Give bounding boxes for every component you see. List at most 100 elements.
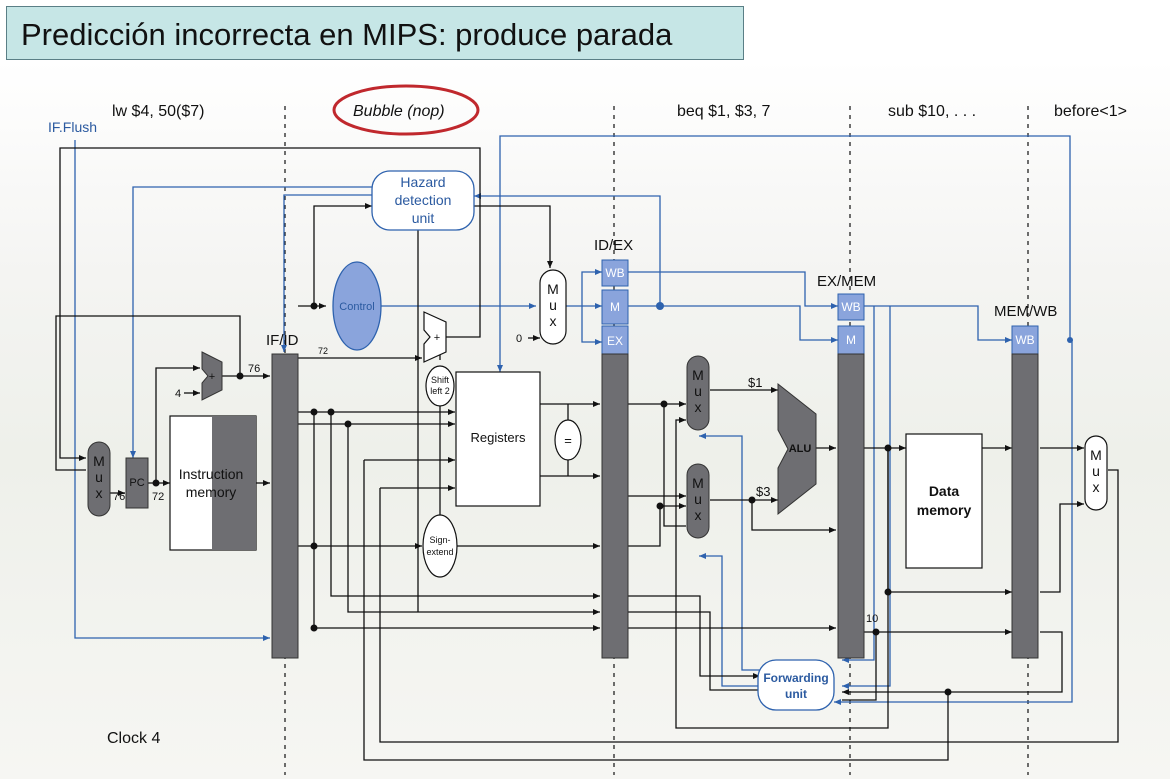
pc-to-adder-wire [155,365,200,483]
pc-mux-label-m: M [93,453,105,469]
sign-extend-label-1: Sign- [429,535,450,545]
forwarding-label-2: unit [785,687,807,701]
pc-mux-label-x: x [96,485,103,501]
stage-label-ex: beq $1, $3, 7 [677,103,771,120]
rs-to-fwd-wire [628,611,770,693]
junction-dot [944,688,952,696]
junction-dot [872,628,880,636]
if-flush-wire [74,140,270,641]
alu-input-b-mux [686,463,710,539]
alu [777,382,817,516]
control-mux-label-u: u [549,297,557,313]
register-file-label: Registers [471,430,526,445]
exmem-rd-to-fwd-wire [842,632,877,701]
wb-mux-out-wire [379,469,1119,743]
control-label: Control [339,301,374,313]
memwb-regwrite-to-fwd-wire [834,340,1073,705]
alu-mux-a-label-u: u [694,383,702,399]
id-ex-wb-label: WB [605,266,624,280]
slide-title-box: Predicción incorrecta en MIPS: produce p… [6,6,744,60]
control-mux [539,269,567,345]
instruction-memory-label-2: memory [186,484,237,500]
rs-forward-wire [330,412,600,599]
alu-mux-a-label-x: x [695,399,702,415]
junction-dot [748,496,756,504]
writeback-mux [1084,435,1108,511]
adder-const: 4 [175,388,181,400]
alu-label: ALU [789,443,812,455]
hazard-to-mux-wire [474,205,553,268]
memwb-rd-to-fwd-wire [948,631,1063,693]
junction-dot [656,302,664,310]
clock-label: Clock 4 [107,730,160,747]
muxb-to-exmem-wire [751,500,836,533]
exmem-wb-to-memwb-wire [864,305,1012,343]
memwb-to-wbmux-b-wire [1040,501,1084,593]
adder-out-value: 76 [248,363,260,375]
fwd-to-mux-b-wire [699,553,770,687]
junction-dot [310,624,318,632]
if-id-label: IF/ID [266,332,299,349]
writeback-data-wire [363,460,949,761]
pc-adder-plus: + [209,371,215,383]
id-ex-wb-field [601,259,629,287]
junction-dot [152,479,160,487]
ex-mem-dest-value: 10 [866,613,878,625]
junction-dot [236,372,244,380]
hazard-label-2: detection [395,192,452,208]
data-memory-label-1: Data [929,483,960,499]
idex-wb-to-exmem-wire [628,271,838,309]
slide-title: Predicción incorrecta en MIPS: produce p… [21,17,673,52]
alu-mux-a-label-m: M [692,367,704,383]
pc-mux-value: 76 [113,491,125,503]
junction-dot [656,502,664,510]
pc-mux-label-u: u [95,469,103,485]
imm-to-muxb-wire [628,503,686,547]
pc-mux [87,441,111,517]
junction-dot [660,400,668,408]
wb-mux-label-u: u [1092,463,1100,479]
junction-dot [884,588,892,596]
junction-dot [327,408,335,416]
id-ex-ex-label: EX [607,334,623,348]
forwarding-label-1: Forwarding [763,671,828,685]
instruction-memory-shade [212,416,256,550]
pc-adder [201,351,223,401]
control-mux-label-x: x [550,313,557,329]
shift-label-2: left 2 [430,386,450,396]
branch-adder-plus: + [434,332,440,344]
wb-mux-label-x: x [1093,479,1100,495]
if-id-write-wire [281,194,372,352]
id-ex-register [601,353,629,659]
sign-extend-label-2: extend [426,547,453,557]
junction-dot [310,542,318,550]
exmem-forward-a-wire [675,417,889,729]
equality-comparator [554,419,582,461]
mux-to-wb-wire [566,269,602,307]
control-mux-zero: 0 [516,333,522,345]
pc-write-wire [130,186,372,458]
id-ex-m-field [601,289,629,325]
pc-value: 72 [152,491,164,503]
junction-dot [344,420,352,428]
alu-mux-b-label-u: u [694,491,702,507]
if-id-pc-value: 72 [318,346,328,356]
branch-target-to-pcmux-wire [59,147,481,461]
junction-dot [884,444,892,452]
shift-left-2 [425,365,455,407]
alu-input-b-value: $3 [756,484,770,499]
wb-mux-label-m: M [1090,447,1102,463]
exmem-regwrite-2-wire [842,306,891,689]
ex-mem-register [837,353,865,659]
register-file [455,371,541,507]
ex-mem-m-label: M [846,333,856,347]
id-ex-m-label: M [610,300,620,314]
sign-extend [422,514,458,578]
id-ex-label: ID/EX [594,237,633,254]
alu-input-a-value: $1 [748,375,762,390]
shift-label-1: Shift [431,375,450,385]
stage-label-if: lw $4, 50($7) [112,103,205,120]
control-mux-label-m: M [547,281,559,297]
data-memory [905,433,983,569]
